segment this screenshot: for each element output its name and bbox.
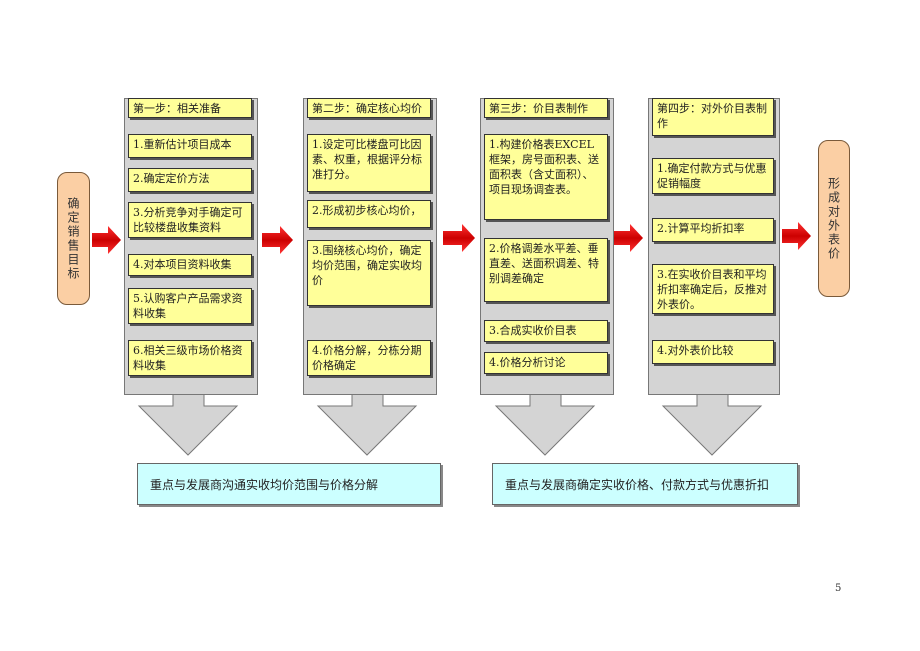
right-arrow-icon xyxy=(613,224,643,252)
step-4-header: 第四步：对外价目表制作 xyxy=(652,98,774,136)
step-1-item-2: 2.确定定价方法 xyxy=(128,168,252,192)
sales-target-label: 确定销售目标 xyxy=(66,196,80,281)
step-3-item-2: 2.价格调差水平差、垂直差、送面积调差、特别调差确定 xyxy=(484,238,608,302)
down-arrow-icon xyxy=(316,392,418,456)
step-1-item-6: 6.相关三级市场价格资料收集 xyxy=(128,340,252,376)
step-1-item-4: 4.对本项目资料收集 xyxy=(128,254,252,276)
step-4-item-2: 2.计算平均折扣率 xyxy=(652,218,774,242)
right-arrow-icon xyxy=(782,222,811,250)
step-2-item-2: 2.形成初步核心均价， xyxy=(307,200,431,228)
step-4-item-3: 3.在实收价目表和平均折扣率确定后，反推对外表价。 xyxy=(652,264,774,314)
right-arrow-icon xyxy=(443,224,475,252)
step-3-item-3: 3.合成实收价目表 xyxy=(484,320,608,342)
down-arrow-icon xyxy=(661,392,763,456)
right-arrow-icon xyxy=(262,226,293,254)
step-2-header: 第二步：确定核心均价 xyxy=(307,98,431,118)
bottom-note-left: 重点与发展商沟通实收均价范围与价格分解 xyxy=(137,463,441,505)
step-1-item-1: 1.重新估计项目成本 xyxy=(128,134,252,158)
right-arrow-icon xyxy=(92,226,121,254)
step-3-item-4: 4.价格分析讨论 xyxy=(484,352,608,374)
step-4-item-4: 4.对外表价比较 xyxy=(652,340,774,364)
bottom-note-right: 重点与发展商确定实收价格、付款方式与优惠折扣 xyxy=(492,463,798,505)
step-2-item-4: 4.价格分解，分栋分期价格确定 xyxy=(307,340,431,376)
bottom-note-left-text: 重点与发展商沟通实收均价范围与价格分解 xyxy=(150,477,379,492)
page-number: 5 xyxy=(835,583,842,594)
down-arrow-icon xyxy=(494,392,596,456)
sales-target-box: 确定销售目标 xyxy=(57,172,90,305)
down-arrow-icon xyxy=(137,392,239,456)
step-1-header: 第一步：相关准备 xyxy=(128,98,252,118)
step-2-item-3: 3.围绕核心均价，确定均价范围，确定实收均价 xyxy=(307,240,431,306)
step-3-header: 第三步：价目表制作 xyxy=(484,98,608,118)
step-3-item-1: 1.构建价格表EXCEL框架，房号面积表、送面积表（含丈面积）、项目现场调查表。 xyxy=(484,134,608,220)
step-1-item-3: 3.分析竞争对手确定可比较楼盘收集资料 xyxy=(128,202,252,238)
external-price-label: 形成对外表价 xyxy=(826,176,841,261)
bottom-note-right-text: 重点与发展商确定实收价格、付款方式与优惠折扣 xyxy=(505,477,770,492)
step-1-item-5: 5.认购客户产品需求资料收集 xyxy=(128,288,252,324)
step-4-item-1: 1.确定付款方式与优惠促销幅度 xyxy=(652,158,774,194)
external-price-box: 形成对外表价 xyxy=(818,140,850,297)
step-2-item-1: 1.设定可比楼盘可比因素、权重，根据评分标准打分。 xyxy=(307,134,431,192)
